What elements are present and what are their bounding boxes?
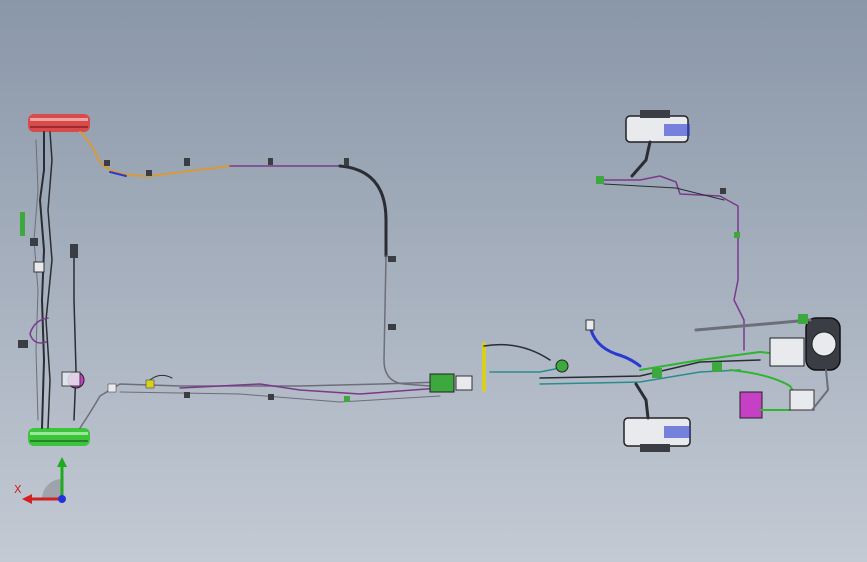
lower-line-bottom	[119, 391, 441, 403]
lower-clip-4	[344, 396, 350, 402]
tire-bottom-stripe	[30, 432, 88, 435]
upper-clip-5	[388, 256, 396, 262]
upper-right-line-dark	[603, 183, 725, 201]
upper-clip-2	[268, 158, 273, 165]
caliper-top-bracket	[640, 110, 670, 118]
left-clip-3	[30, 238, 38, 246]
mid-green-connector	[555, 359, 569, 373]
upper-clip-7	[104, 160, 110, 166]
left-axle-harness[interactable]	[18, 131, 53, 429]
lower-clip-1	[145, 379, 155, 389]
central-junction[interactable]	[429, 342, 561, 393]
tire-top	[28, 114, 90, 132]
inner-top-clip	[70, 244, 78, 258]
view-orientation-triad[interactable]: X	[10, 455, 80, 515]
caliper-top-arm	[630, 140, 652, 178]
upper-right-line	[597, 175, 745, 351]
abs-master-cluster[interactable]	[694, 314, 841, 419]
triad-plane-wedge	[42, 479, 62, 499]
abs-module	[739, 391, 763, 419]
left-purple-loop	[29, 317, 49, 344]
master-cylinder	[769, 337, 805, 367]
tire-top-stripe	[30, 118, 88, 121]
lower-line-main	[79, 381, 441, 429]
left-green-bracket	[20, 212, 25, 236]
lower-line-purple	[179, 383, 441, 395]
left-vertical-line-1	[39, 131, 45, 429]
triad-z-axis-dot	[58, 495, 66, 503]
triad-x-label: X	[14, 483, 22, 496]
left-clip-2	[33, 261, 45, 273]
junction-arc	[483, 343, 551, 361]
upper-clip-3	[344, 158, 349, 166]
wheel-front-bottom[interactable]	[28, 428, 90, 446]
abs-bracket	[789, 389, 815, 411]
mid-clip-2	[712, 362, 722, 372]
lower-clip-5	[107, 383, 117, 393]
inner-valve-housing	[61, 371, 81, 387]
wheel-rear-top[interactable]	[28, 114, 90, 132]
lower-brake-line[interactable]	[79, 374, 441, 429]
upper-right-harness[interactable]	[596, 175, 745, 351]
pushrod	[694, 318, 812, 332]
blue-feed-line	[588, 324, 642, 368]
triad-x-arrowhead	[22, 494, 32, 504]
caliper-bottom-right[interactable]	[623, 382, 691, 452]
caliper-bottom-arm	[634, 382, 650, 420]
upper-line-dark-bend	[338, 164, 388, 258]
cluster-clip	[798, 314, 808, 324]
mid-clip-1	[652, 368, 662, 378]
upper-line-orange	[79, 131, 231, 177]
lower-clip-2	[184, 392, 190, 398]
triad-y-arrowhead	[57, 457, 67, 467]
blue-feed-clip	[585, 319, 595, 331]
upper-clip-1	[184, 158, 190, 166]
upper-brake-line[interactable]	[79, 131, 431, 387]
mid-line-1	[539, 359, 761, 379]
left-vertical-line-3	[33, 139, 39, 421]
upper-line-descent	[383, 255, 431, 387]
inner-vertical-line	[73, 245, 77, 421]
upper-right-clip-3	[720, 188, 726, 194]
upper-clip-6	[388, 324, 396, 330]
booster-face	[811, 331, 837, 357]
caliper-bottom-bracket	[640, 444, 670, 452]
upper-right-clip-2	[734, 232, 740, 238]
tire-bottom-stripe-2	[30, 440, 88, 442]
lower-line-dark	[149, 374, 173, 381]
upper-line-blue-segment	[109, 171, 127, 177]
lower-clip-3	[268, 394, 274, 400]
junction-teal-line	[489, 367, 561, 373]
tire-top-stripe-2	[30, 126, 88, 128]
caliper-top-disc	[664, 124, 690, 136]
abs-outlet-line	[811, 369, 829, 411]
caliper-bottom-disc	[664, 426, 690, 438]
junction-clip	[455, 375, 473, 391]
upper-clip-4	[146, 170, 152, 176]
caliper-top-right[interactable]	[625, 110, 690, 178]
junction-block	[429, 373, 455, 393]
inner-vertical-harness[interactable]	[61, 244, 85, 421]
left-clip-1	[18, 340, 28, 348]
left-vertical-line-2	[45, 131, 53, 429]
upper-right-clip-1	[596, 176, 604, 184]
tire-bottom	[28, 428, 90, 446]
